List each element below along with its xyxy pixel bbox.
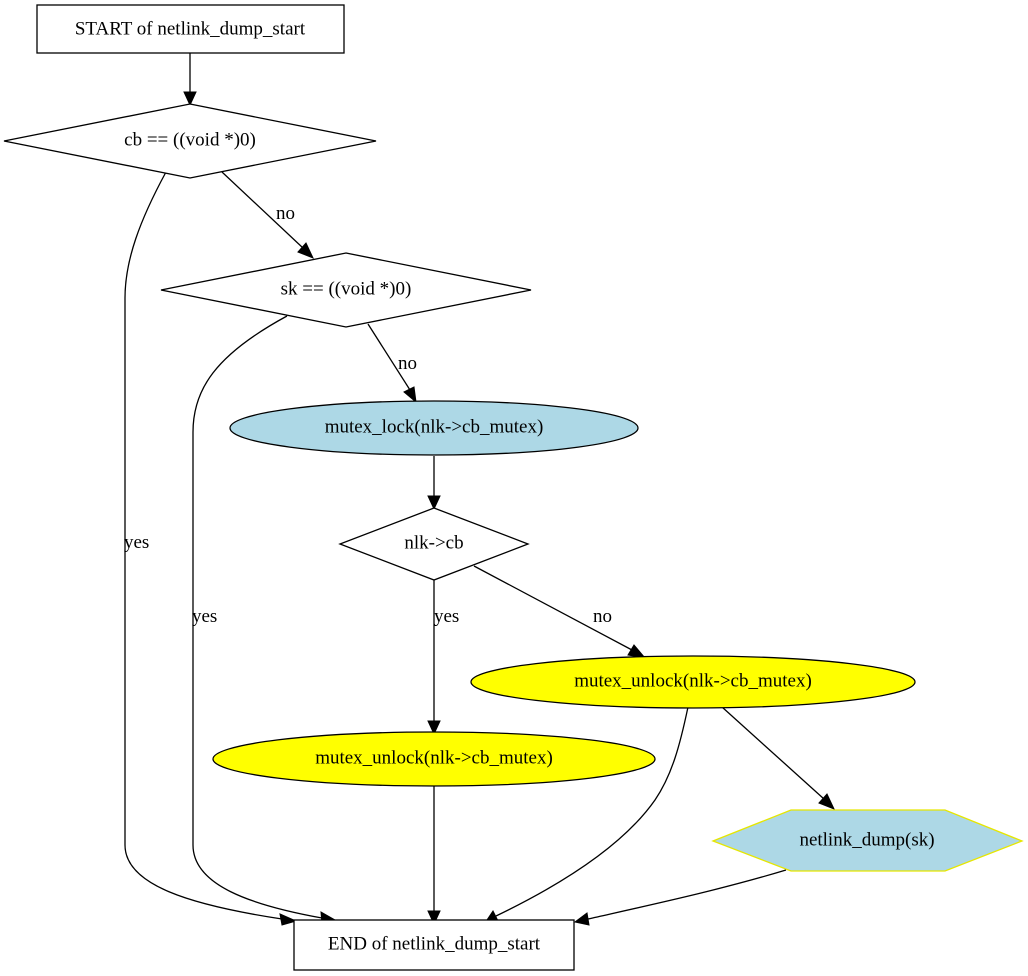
edge-dump-to-end (587, 869, 787, 920)
arrowhead-icon (279, 913, 298, 926)
arrowhead-icon (818, 793, 835, 810)
node-start: START of netlink_dump_start (36, 4, 345, 54)
edge-label-cb-no: no (276, 203, 295, 224)
node-unlock-no: mutex_unlock(nlk->cb_mutex) (470, 655, 916, 709)
node-end-label: END of netlink_dump_start (328, 933, 541, 954)
node-mutex-lock: mutex_lock(nlk->cb_mutex) (229, 400, 639, 456)
arrowhead-icon (427, 495, 441, 511)
arrowhead-icon (427, 720, 441, 736)
node-cond-sk-label: sk == ((void *)0) (281, 278, 412, 299)
edge-cb-to-sk (221, 171, 304, 249)
edge-unlock-no-to-end (495, 706, 689, 917)
edge-cb-to-end (124, 171, 283, 920)
edge-sk-to-lock (367, 323, 411, 391)
node-cond-cb-label: cb == ((void *)0) (124, 129, 256, 150)
node-cond-cb: cb == ((void *)0) (3, 103, 377, 179)
edge-nlk-to-unlock-no (473, 565, 633, 651)
arrowhead-icon (427, 910, 441, 926)
edge-label-nlk-yes: yes (434, 606, 459, 627)
node-start-label: START of netlink_dump_start (75, 18, 306, 39)
node-netlink-dump-label: netlink_dump(sk) (799, 829, 934, 850)
node-cond-nlk: nlk->cb (338, 507, 530, 581)
node-unlock-no-label: mutex_unlock(nlk->cb_mutex) (574, 670, 812, 691)
node-end: END of netlink_dump_start (293, 919, 575, 971)
node-mutex-lock-label: mutex_lock(nlk->cb_mutex) (325, 416, 544, 437)
node-unlock-yes: mutex_unlock(nlk->cb_mutex) (212, 731, 656, 787)
edge-unlock-no-to-dump (721, 706, 825, 800)
arrowhead-icon (403, 386, 417, 404)
node-cond-nlk-label: nlk->cb (404, 532, 463, 553)
node-cond-sk: sk == ((void *)0) (160, 252, 532, 328)
arrowhead-icon (297, 242, 314, 259)
edge-label-sk-no: no (398, 353, 417, 374)
edge-label-cb-yes: yes (124, 532, 149, 553)
node-netlink-dump: netlink_dump(sk) (711, 809, 1024, 872)
arrowhead-icon (573, 912, 590, 926)
arrowhead-icon (183, 91, 197, 107)
edge-sk-to-end (192, 315, 323, 919)
edge-label-nlk-no: no (593, 606, 612, 627)
edge-label-sk-yes: yes (192, 606, 217, 627)
node-unlock-yes-label: mutex_unlock(nlk->cb_mutex) (315, 747, 553, 768)
